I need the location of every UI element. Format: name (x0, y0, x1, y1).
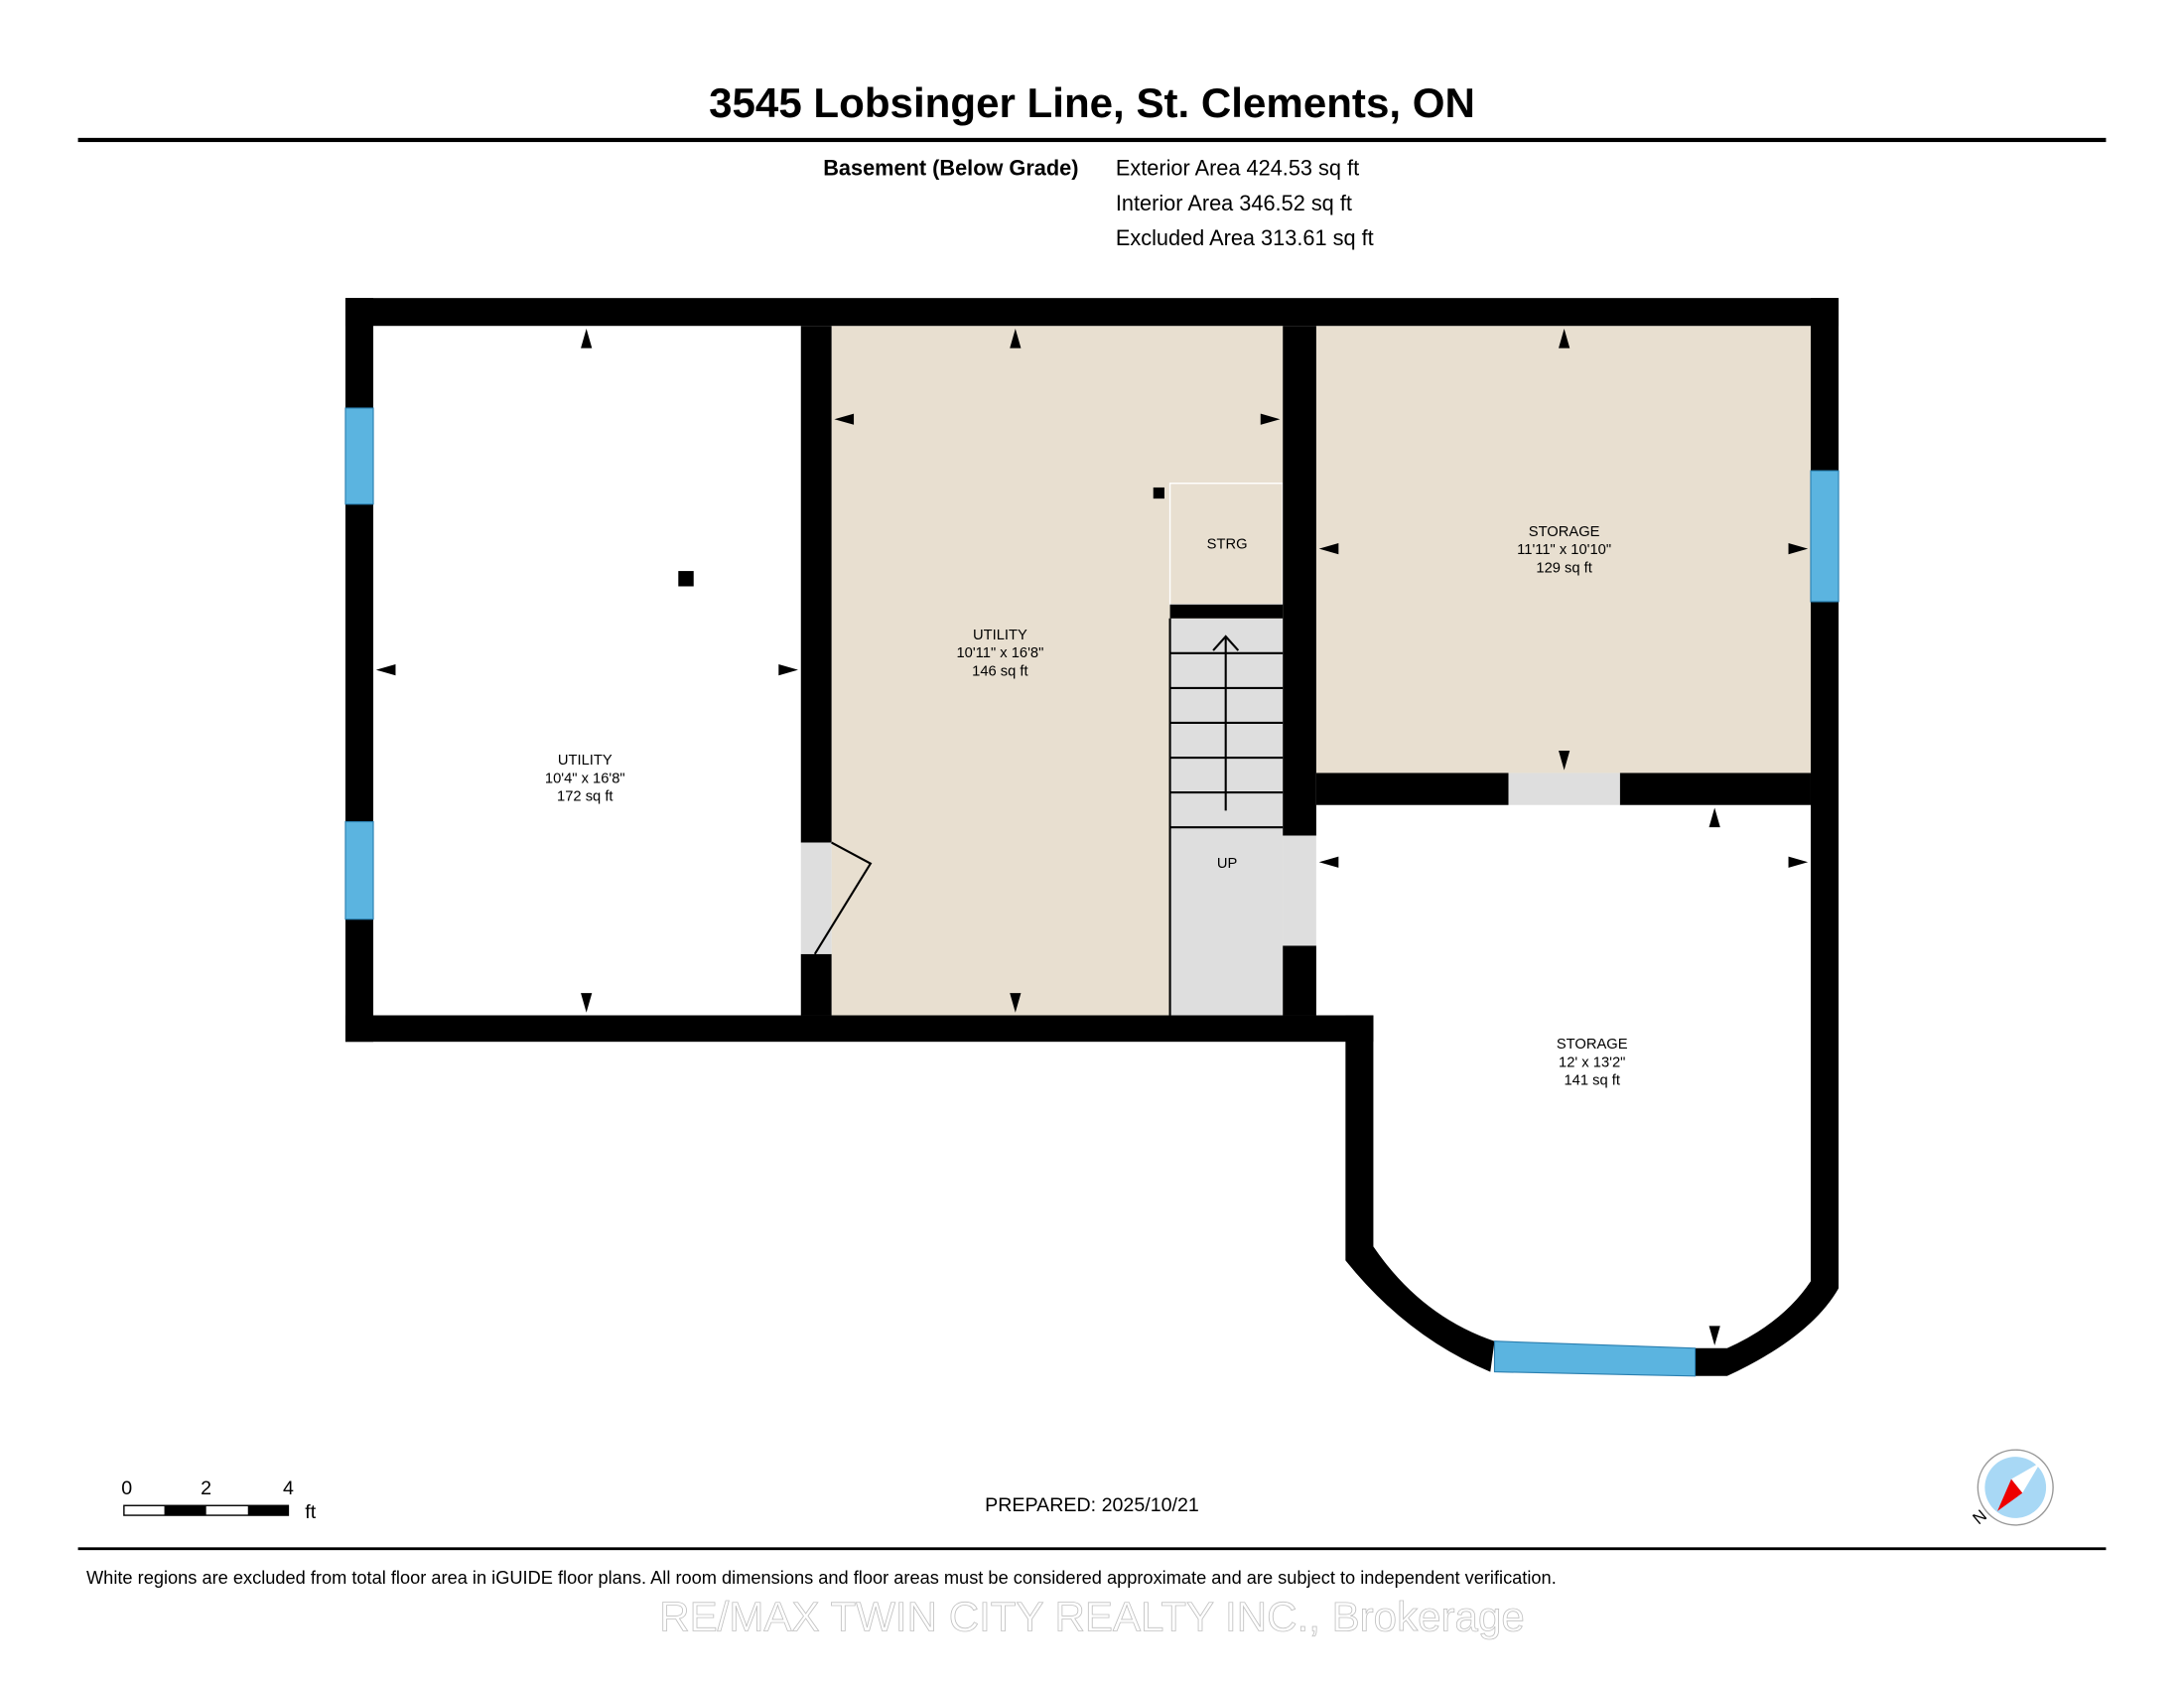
footer-divider (77, 1547, 2107, 1551)
svg-text:STORAGE: STORAGE (1557, 1037, 1628, 1053)
interior-area: Interior Area 346.52 sq ft (1116, 191, 1352, 215)
floor-plan: UTILITY 10'4" x 16'8" 172 sq ft UTILITY … (344, 298, 1840, 1377)
svg-text:10'11" x 16'8": 10'11" x 16'8" (956, 645, 1043, 661)
storage-opening (1508, 773, 1620, 805)
svg-text:129 sq ft: 129 sq ft (1536, 560, 1591, 576)
up-label: UP (1217, 856, 1238, 872)
page-title: 3545 Lobsinger Line, St. Clements, ON (709, 79, 1475, 126)
svg-text:141 sq ft: 141 sq ft (1564, 1073, 1619, 1089)
window (344, 407, 374, 505)
window (1810, 470, 1840, 603)
scale-bar: 0 2 4 ft (121, 1477, 317, 1523)
svg-text:0: 0 (121, 1477, 132, 1499)
windows (344, 407, 1840, 1377)
stair-treads (1168, 618, 1284, 1016)
svg-text:11'11" x 10'10": 11'11" x 10'10" (1517, 542, 1611, 558)
svg-text:172 sq ft: 172 sq ft (557, 789, 613, 805)
svg-text:STORAGE: STORAGE (1529, 524, 1600, 540)
room-utility-2: UTILITY 10'11" x 16'8" 146 sq ft (956, 628, 1043, 679)
window (1493, 1340, 1697, 1377)
svg-text:UTILITY: UTILITY (558, 753, 613, 769)
compass-icon: N (1970, 1449, 2054, 1528)
room-utility-1: UTILITY 10'4" x 16'8" 172 sq ft (545, 753, 625, 804)
disclaimer: White regions are excluded from total fl… (86, 1567, 1557, 1588)
svg-text:4: 4 (283, 1477, 294, 1499)
room-storage-1: STORAGE 11'11" x 10'10" 129 sq ft (1517, 524, 1611, 576)
svg-text:ft: ft (305, 1501, 316, 1523)
door-swing (813, 841, 873, 955)
svg-text:12' x 13'2": 12' x 13'2" (1559, 1055, 1625, 1070)
svg-text:2: 2 (201, 1477, 211, 1499)
svg-text:10'4" x 16'8": 10'4" x 16'8" (545, 771, 625, 786)
watermark: RE/MAX TWIN CITY REALTY INC., Brokerage (659, 1593, 1525, 1639)
strg-label: STRG (1207, 537, 1248, 553)
door-opening (800, 842, 832, 954)
floor-name: Basement (Below Grade) (823, 156, 1078, 181)
storage-1-floor (1315, 326, 1811, 774)
stair-opening (1283, 835, 1316, 946)
svg-text:146 sq ft: 146 sq ft (972, 663, 1027, 679)
header-divider (77, 137, 2107, 143)
window (344, 820, 374, 920)
exterior-area: Exterior Area 424.53 sq ft (1116, 156, 1359, 181)
svg-text:UTILITY: UTILITY (973, 628, 1027, 643)
dimension-arrows (375, 329, 1809, 1345)
room-storage-2: STORAGE 12' x 13'2" 141 sq ft (1557, 1037, 1628, 1088)
prepared-date: PREPARED: 2025/10/21 (985, 1494, 1199, 1516)
excluded-area: Excluded Area 313.61 sq ft (1116, 225, 1374, 250)
